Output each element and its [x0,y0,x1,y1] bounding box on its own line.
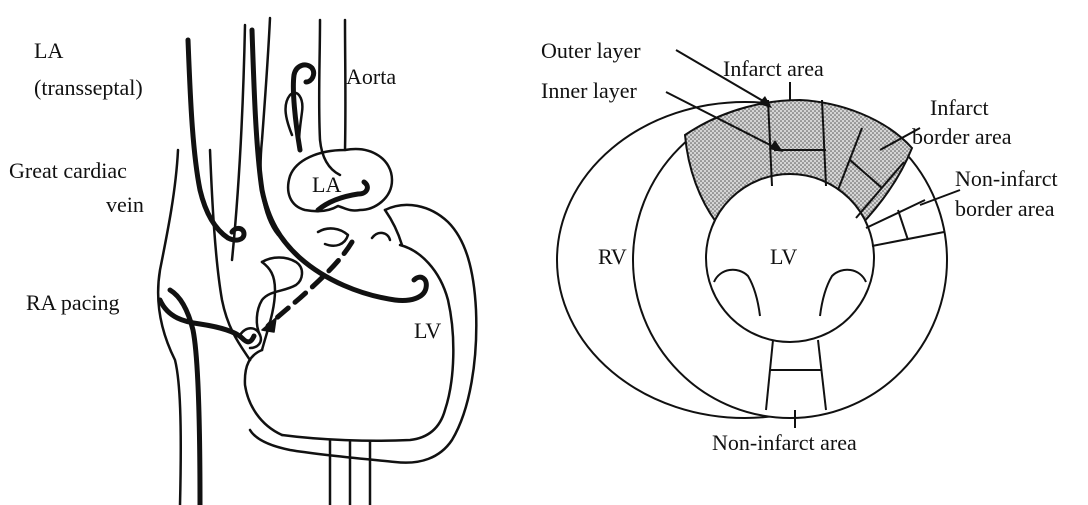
label-infarct-border-line1: Infarct [930,95,989,121]
septum-wall [245,350,282,435]
label-la-transseptal-line1: LA [34,38,63,64]
ra-pacing-tip [160,300,254,342]
label-great-cardiac-vein-line2: vein [106,192,144,218]
label-great-cardiac-vein-line1: Great cardiac [9,158,127,184]
label-la-chamber: LA [312,172,341,198]
label-aorta: Aorta [346,64,396,90]
label-infarct-border-line2: border area [912,124,1012,150]
aorta-outer [232,25,245,260]
aortic-valve [318,228,348,245]
label-la-transseptal-line2: (transseptal) [34,75,143,101]
label-outer-layer: Outer layer [541,38,641,64]
label-non-infarct-border-line1: Non-infarct [955,166,1058,192]
label-rv: RV [598,244,627,270]
la-appendage [372,233,390,240]
label-lv: LV [770,244,797,270]
heart-diagram [158,18,476,505]
label-non-infarct-border-line2: border area [955,196,1055,222]
mitral-leaflet [385,210,402,245]
label-infarct-area: Infarct area [723,56,824,82]
label-inner-layer: Inner layer [541,78,637,104]
vena-cava-wall-left [158,150,181,505]
label-non-infarct-area: Non-infarct area [712,430,857,456]
label-lv-chamber: LV [414,318,441,344]
rv-wall [257,258,302,336]
cross-section-diagram [557,50,960,428]
transseptal-arrow [262,318,276,332]
label-ra-pacing: RA pacing [26,290,120,316]
septum-upper [262,262,275,350]
